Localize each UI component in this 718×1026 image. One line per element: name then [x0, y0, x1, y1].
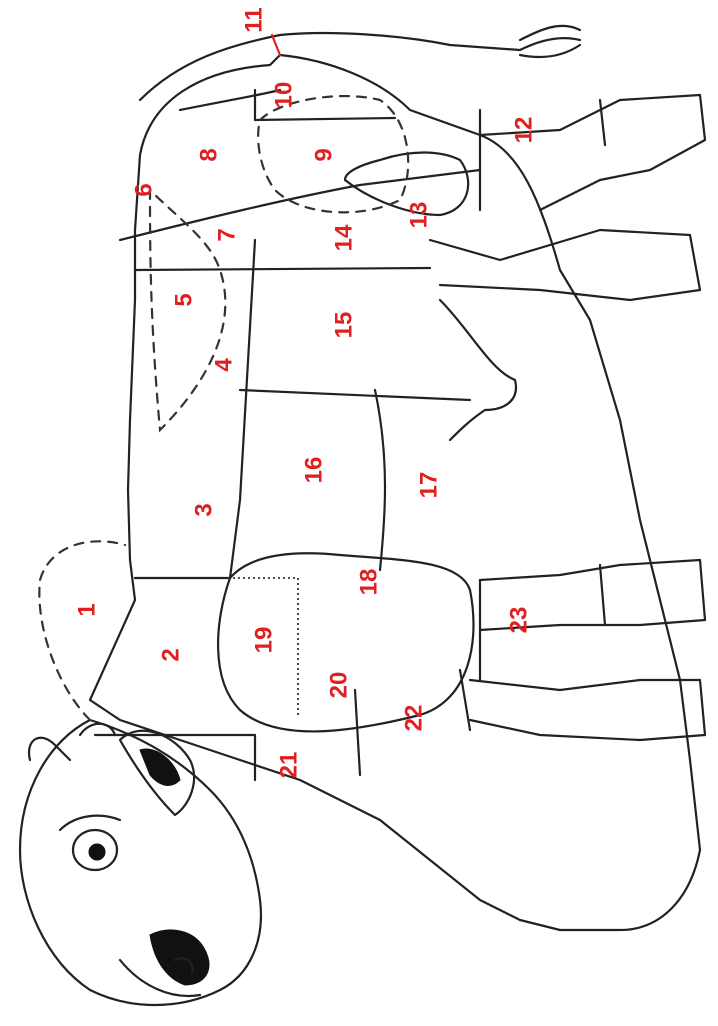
region-label-14: 14: [330, 224, 357, 251]
leader-line-11: [272, 35, 280, 55]
region-label-3: 3: [190, 503, 217, 516]
region-label-8: 8: [195, 148, 222, 161]
region-label-11: 11: [240, 7, 267, 32]
dashed-region-1: [39, 541, 125, 720]
region-label-10: 10: [270, 82, 297, 109]
region-label-5: 5: [170, 293, 197, 306]
region-label-4: 4: [210, 358, 237, 372]
region-label-21: 21: [275, 752, 302, 779]
region-label-16: 16: [300, 457, 327, 484]
udder: [440, 300, 516, 440]
region-label-1: 1: [73, 603, 100, 616]
body-outline: [90, 55, 700, 930]
region-label-6: 6: [130, 183, 157, 196]
region-label-15: 15: [330, 312, 357, 339]
region-label-22: 22: [400, 705, 427, 732]
dashed-region-5: [150, 190, 225, 430]
head-outline: [20, 720, 261, 1005]
region-label-23: 23: [505, 607, 532, 634]
region-label-13: 13: [405, 202, 432, 229]
brow-line: [60, 816, 120, 830]
region-label-18: 18: [355, 569, 382, 596]
leg-rear-lower: [430, 230, 700, 300]
leg-front-lower: [470, 680, 705, 740]
cut-line-d: [240, 390, 470, 400]
region-label-7: 7: [213, 228, 240, 241]
hoof-line-2: [600, 565, 605, 625]
region-label-2: 2: [157, 648, 184, 661]
region-label-20: 20: [325, 672, 352, 699]
leg-rear-upper: [480, 95, 705, 210]
region-label-17: 17: [415, 472, 442, 499]
cut-line-c: [230, 240, 255, 578]
cut-line-k: [355, 690, 360, 775]
tail-tip: [520, 26, 580, 57]
region-label-19: 19: [250, 627, 277, 654]
eye-pupil: [89, 844, 105, 860]
tail: [140, 33, 580, 100]
region-label-12: 12: [510, 117, 537, 144]
cut-line-g: [180, 90, 280, 110]
region-label-9: 9: [310, 148, 337, 161]
cut-line-e: [375, 390, 385, 570]
cut-line-a: [135, 268, 430, 270]
